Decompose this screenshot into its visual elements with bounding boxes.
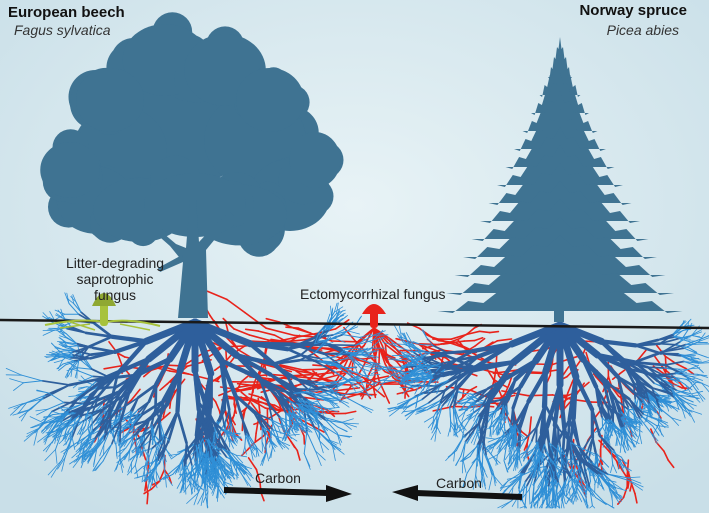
spruce-tree-icon: [437, 32, 683, 322]
beech-common-name: European beech: [8, 4, 125, 21]
saprotroph-label: Litter-degrading saprotrophic fungus: [60, 255, 170, 303]
ectomycorrhizal-mushroom-icon: [362, 304, 386, 328]
carbon-label-left: Carbon: [255, 470, 301, 486]
spruce-latin-name: Picea abies: [606, 22, 679, 38]
saprotroph-label-line2: saprotrophic fungus: [76, 271, 154, 303]
mushroom-icon: [44, 293, 161, 331]
carbon-arrow-left-to-right: [223, 485, 352, 502]
beech-tree-icon: [40, 12, 344, 318]
ecm-label: Ectomycorrhizal fungus: [300, 286, 446, 302]
spruce-common-name: Norway spruce: [579, 2, 687, 19]
carbon-label-right: Carbon: [436, 475, 482, 491]
carbon-arrow-right-to-left: [392, 485, 523, 501]
root-systems: [5, 292, 709, 509]
saprotroph-label-line1: Litter-degrading: [65, 255, 165, 271]
beech-latin-name: Fagus sylvatica: [14, 22, 111, 38]
